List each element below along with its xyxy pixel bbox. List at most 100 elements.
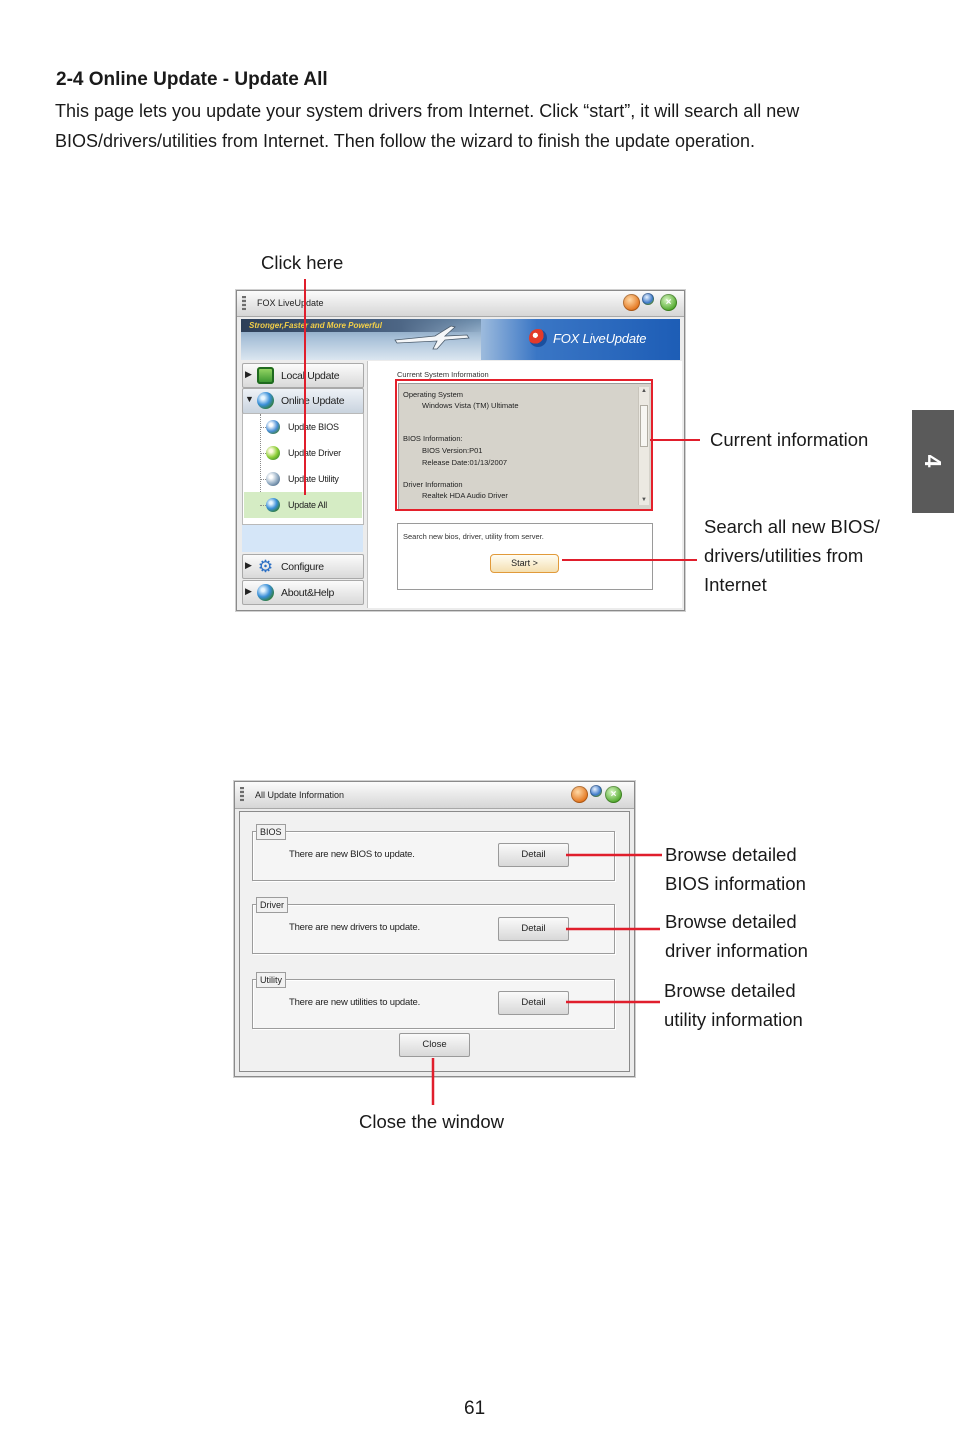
- sidebar-item-label: Online Update: [281, 395, 345, 407]
- driver-icon: [266, 446, 280, 460]
- scrollbar[interactable]: ▲ ▼: [638, 387, 649, 505]
- minimize-button[interactable]: [571, 786, 588, 803]
- airplane-icon: [394, 325, 470, 350]
- collapse-arrow-icon[interactable]: ▼: [245, 394, 254, 404]
- callout-line-text: Internet: [704, 574, 767, 595]
- expand-arrow-icon[interactable]: ▶: [245, 560, 252, 570]
- search-panel: Search new bios, driver, utility from se…: [397, 523, 653, 590]
- window-title: All Update Information: [255, 790, 345, 800]
- chapter-number: 4: [920, 454, 946, 468]
- help-button[interactable]: [590, 785, 602, 797]
- utility-detail-button[interactable]: Detail: [498, 991, 569, 1015]
- driver-heading: Driver Information: [403, 480, 463, 489]
- bios-group: There are new BIOS to update. Detail: [252, 831, 615, 881]
- logo-text: FOX LiveUpdate: [553, 331, 647, 346]
- gear-icon: ⚙: [257, 557, 274, 576]
- tree-branch: [260, 427, 266, 428]
- current-info-box: Operating System Windows Vista (TM) Ulti…: [398, 383, 652, 511]
- logo-area: FOX LiveUpdate: [481, 319, 680, 360]
- sidebar-item-about-help[interactable]: ▶ About&Help: [242, 580, 364, 605]
- chapter-tab: 4: [912, 410, 954, 513]
- utility-message: There are new utilities to update.: [289, 997, 421, 1008]
- sidebar-item-label: Update All: [288, 500, 328, 510]
- banner-image: Stronger,Faster and More Powerful: [241, 319, 485, 360]
- sidebar-item-label: Update Driver: [288, 448, 341, 458]
- all-update-information-window: All Update Information × There are new B…: [234, 781, 635, 1077]
- callout-line-text: utility information: [664, 1009, 803, 1030]
- callout-line-text: drivers/utilities from: [704, 545, 864, 566]
- tree-line: [260, 414, 261, 510]
- bios-detail-button[interactable]: Detail: [498, 843, 569, 867]
- expand-arrow-icon[interactable]: ▶: [245, 369, 252, 379]
- sidebar-item-update-all[interactable]: Update All: [244, 492, 362, 518]
- scroll-thumb[interactable]: [640, 405, 648, 447]
- bios-legend: BIOS: [256, 824, 286, 840]
- window-menu-icon[interactable]: [242, 296, 246, 311]
- sidebar-item-update-bios[interactable]: Update BIOS: [244, 415, 362, 439]
- scroll-down-icon[interactable]: ▼: [641, 497, 647, 503]
- help-button[interactable]: [642, 293, 654, 305]
- utility-legend: Utility: [256, 972, 286, 988]
- os-heading: Operating System: [403, 390, 464, 399]
- driver-value: Realtek HDA Audio Driver: [422, 491, 508, 500]
- main-panel: Current System Information Operating Sys…: [367, 361, 682, 608]
- bios-message: There are new BIOS to update.: [289, 849, 415, 860]
- sidebar-item-configure[interactable]: ▶ ⚙ Configure: [242, 554, 364, 579]
- close-window-button[interactable]: ×: [660, 294, 677, 311]
- callout-line-text: Browse detailed: [664, 980, 796, 1001]
- window-title-bar[interactable]: FOX LiveUpdate ×: [237, 291, 684, 317]
- minimize-button[interactable]: [623, 294, 640, 311]
- window-title: FOX LiveUpdate: [257, 298, 324, 308]
- fox-logo-icon: [529, 329, 547, 347]
- sidebar-nav: ▶ Local Update ▼ Online Update Update BI…: [242, 361, 364, 608]
- sidebar-item-label: About&Help: [281, 587, 335, 599]
- callout-line-text: BIOS information: [665, 873, 806, 894]
- sidebar-item-update-utility[interactable]: Update Utility: [244, 467, 362, 491]
- callout-line-text: driver information: [665, 940, 808, 961]
- section-description: This page lets you update your system dr…: [55, 96, 799, 156]
- globe-icon: [266, 498, 280, 512]
- sidebar-item-online-update[interactable]: ▼ Online Update: [242, 388, 364, 414]
- close-window-button[interactable]: ×: [605, 786, 622, 803]
- sidebar-item-label: Update BIOS: [288, 422, 339, 432]
- callout-search-all: Search all new BIOS/ drivers/utilities f…: [704, 512, 880, 599]
- close-button[interactable]: Close: [399, 1033, 470, 1057]
- start-button[interactable]: Start >: [490, 554, 559, 573]
- globe-icon: [257, 392, 274, 409]
- section-title: 2-4 Online Update - Update All: [56, 69, 328, 90]
- tree-branch: [260, 505, 266, 506]
- os-value: Windows Vista (TM) Ultimate: [422, 401, 519, 410]
- globe-icon: [257, 584, 274, 601]
- search-description: Search new bios, driver, utility from se…: [403, 532, 544, 541]
- slogan-band: Stronger,Faster and More Powerful: [241, 319, 485, 332]
- driver-message: There are new drivers to update.: [289, 922, 420, 933]
- online-update-submenu: Update BIOS Update Driver Update Utility…: [242, 413, 364, 525]
- page-number: 61: [464, 1398, 486, 1419]
- bios-icon: [266, 420, 280, 434]
- driver-group: There are new drivers to update. Detail: [252, 904, 615, 954]
- tree-branch: [260, 453, 266, 454]
- window-menu-icon[interactable]: [240, 787, 244, 802]
- computer-icon: [257, 367, 274, 384]
- window-title-bar[interactable]: All Update Information ×: [235, 782, 634, 809]
- description-line: BIOS/drivers/utilities from Internet. Th…: [55, 131, 756, 151]
- driver-detail-button[interactable]: Detail: [498, 917, 569, 941]
- callout-browse-driver: Browse detailed driver information: [665, 907, 808, 965]
- callout-click-here: Click here: [261, 252, 344, 273]
- sidebar-item-label: Local Update: [281, 370, 340, 382]
- utility-group: There are new utilities to update. Detai…: [252, 979, 615, 1029]
- callout-browse-bios: Browse detailed BIOS information: [665, 840, 806, 898]
- expand-arrow-icon[interactable]: ▶: [245, 586, 252, 596]
- sidebar-item-label: Configure: [281, 561, 324, 573]
- sidebar-item-update-driver[interactable]: Update Driver: [244, 441, 362, 465]
- app-banner: Stronger,Faster and More Powerful FOX Li…: [241, 319, 680, 360]
- utility-icon: [266, 472, 280, 486]
- scroll-up-icon[interactable]: ▲: [641, 388, 647, 394]
- callout-line-text: Browse detailed: [665, 911, 797, 932]
- callout-browse-utility: Browse detailed utility information: [664, 976, 803, 1034]
- callout-current-information: Current information: [710, 429, 869, 450]
- banner-slogan: Stronger,Faster and More Powerful: [249, 321, 382, 330]
- sidebar-item-local-update[interactable]: ▶ Local Update: [242, 363, 364, 388]
- bios-release-date: Release Date:01/13/2007: [422, 458, 508, 467]
